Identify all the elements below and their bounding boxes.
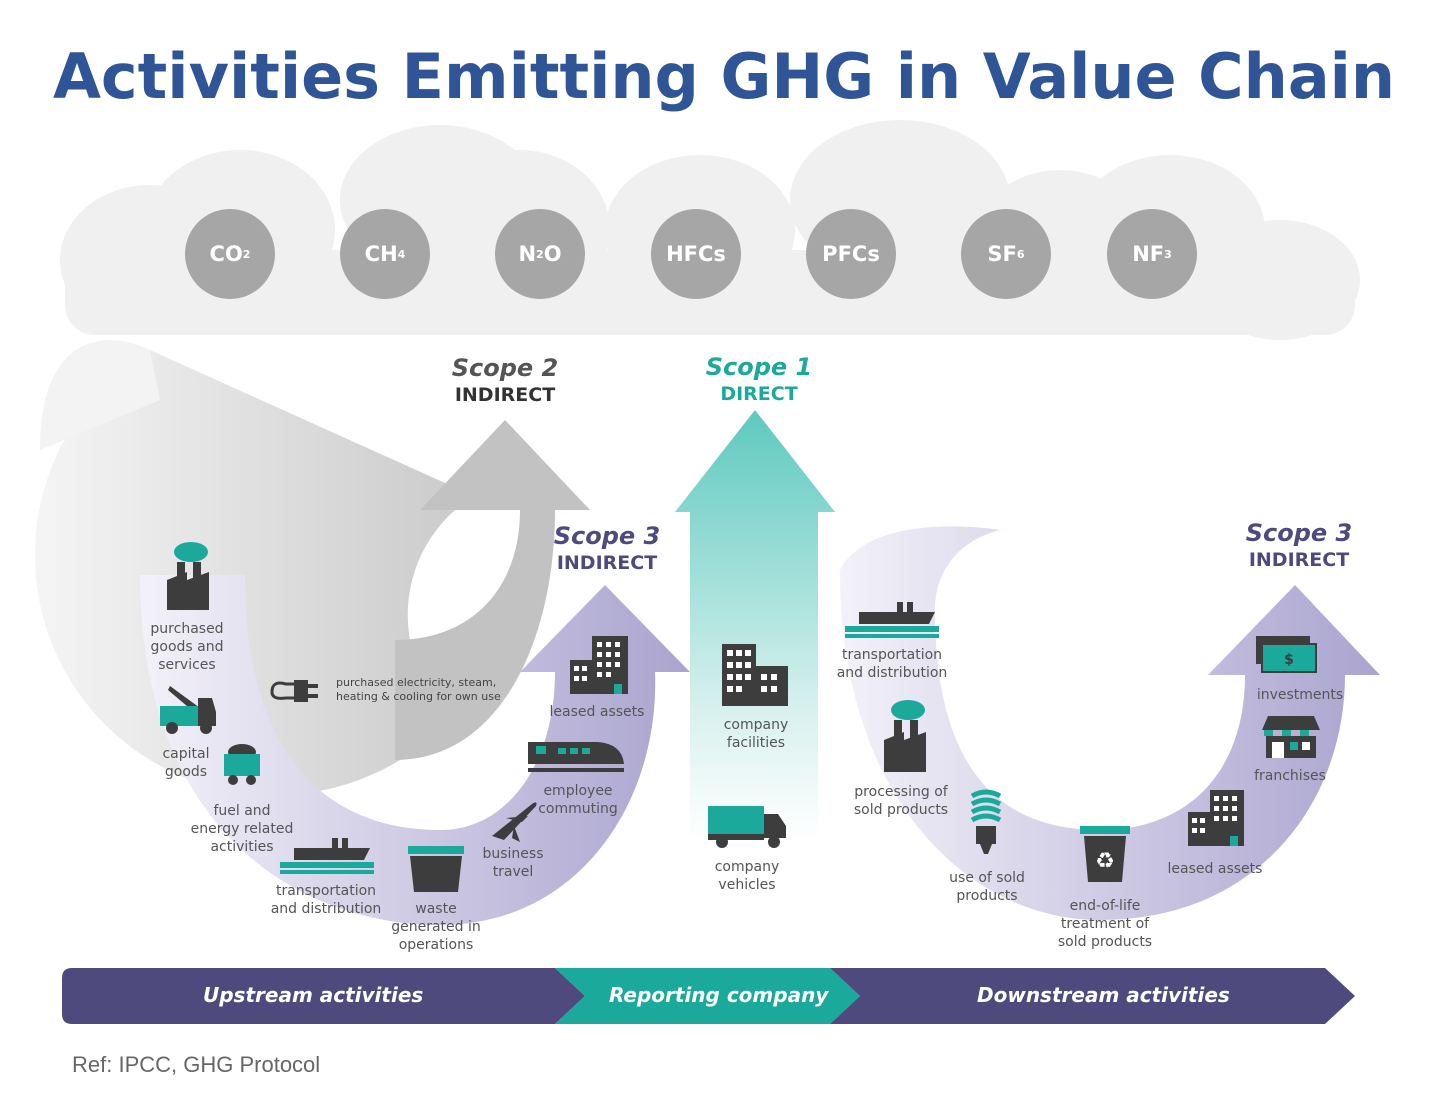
label-waste: waste generated in operations (391, 901, 481, 953)
reference-note: Ref: IPCC, GHG Protocol (72, 1052, 321, 1077)
coal-cart-icon (224, 744, 260, 785)
gas-pfcs: PFCs (806, 209, 896, 299)
train-icon (528, 742, 624, 772)
label-capital-goods: capital goods (162, 746, 210, 780)
label-company-vehicles: company vehicles (714, 859, 780, 893)
downstream-activities-label: Downstream activities (977, 983, 1230, 1007)
truck-icon (708, 806, 786, 848)
label-upstream-transport: transportation and distribution (270, 883, 382, 917)
upstream-activities-label: Upstream activities (203, 983, 424, 1007)
ship-downstream-icon (845, 602, 939, 638)
airplane-icon (492, 802, 537, 842)
factory-icon (167, 542, 209, 610)
scope3-downstream-label: Scope 3 INDIRECT (1245, 519, 1353, 571)
plug-icon (270, 680, 318, 702)
label-use-of-sold: use of sold products (949, 870, 1025, 904)
scope3-upstream-arrow (140, 575, 690, 925)
scope2-arrow (34, 340, 590, 796)
label-purchased-electricity: purchased electricity, steam, heating & … (336, 676, 501, 703)
reporting-company-label: Reporting company (609, 983, 829, 1007)
waste-bin-icon (408, 846, 464, 892)
lightbulb-icon (970, 789, 1002, 854)
scope3-upstream-label: Scope 3 INDIRECT (553, 522, 661, 574)
label-employee-commuting: employee commuting (538, 783, 618, 817)
processing-factory-icon (884, 700, 926, 772)
company-facilities-icon (722, 644, 788, 706)
leased-building-icon (1188, 790, 1244, 846)
scope2-label: Scope 2 INDIRECT (451, 354, 559, 406)
label-company-facilities: company facilities (723, 717, 789, 751)
scope1-arrow (675, 410, 835, 840)
money-icon: $ (1256, 636, 1317, 673)
label-downstream-leased: leased assets (1167, 861, 1263, 877)
page-title: Activities Emitting GHG in Value Chain (52, 40, 1396, 113)
scope1-label: Scope 1 DIRECT (705, 353, 813, 405)
activity-bar (62, 968, 1355, 1024)
label-upstream-leased: leased assets (549, 704, 645, 720)
label-fuel-energy: fuel and energy related activities (190, 803, 294, 855)
building-icon (570, 636, 628, 694)
dollar-sign: $ (1284, 652, 1294, 668)
label-investments: investments (1256, 687, 1344, 703)
label-business-travel: business travel (482, 846, 544, 880)
store-icon (1262, 716, 1320, 758)
crane-truck-icon (160, 686, 216, 734)
label-end-of-life: end-of-life treatment of sold products (1057, 898, 1153, 950)
recycle-bin-icon: ♻ (1080, 826, 1130, 882)
ship-icon (280, 838, 374, 874)
label-processing: processing of sold products (853, 784, 949, 818)
gas-hfcs: HFCs (651, 209, 741, 299)
scope3-downstream-arrow (840, 526, 1380, 920)
label-franchises: franchises (1254, 768, 1326, 784)
svg-text:♻: ♻ (1095, 849, 1115, 874)
label-purchased-goods: purchased goods and services (150, 621, 224, 673)
label-downstream-transport: transportation and distribution (836, 647, 948, 681)
